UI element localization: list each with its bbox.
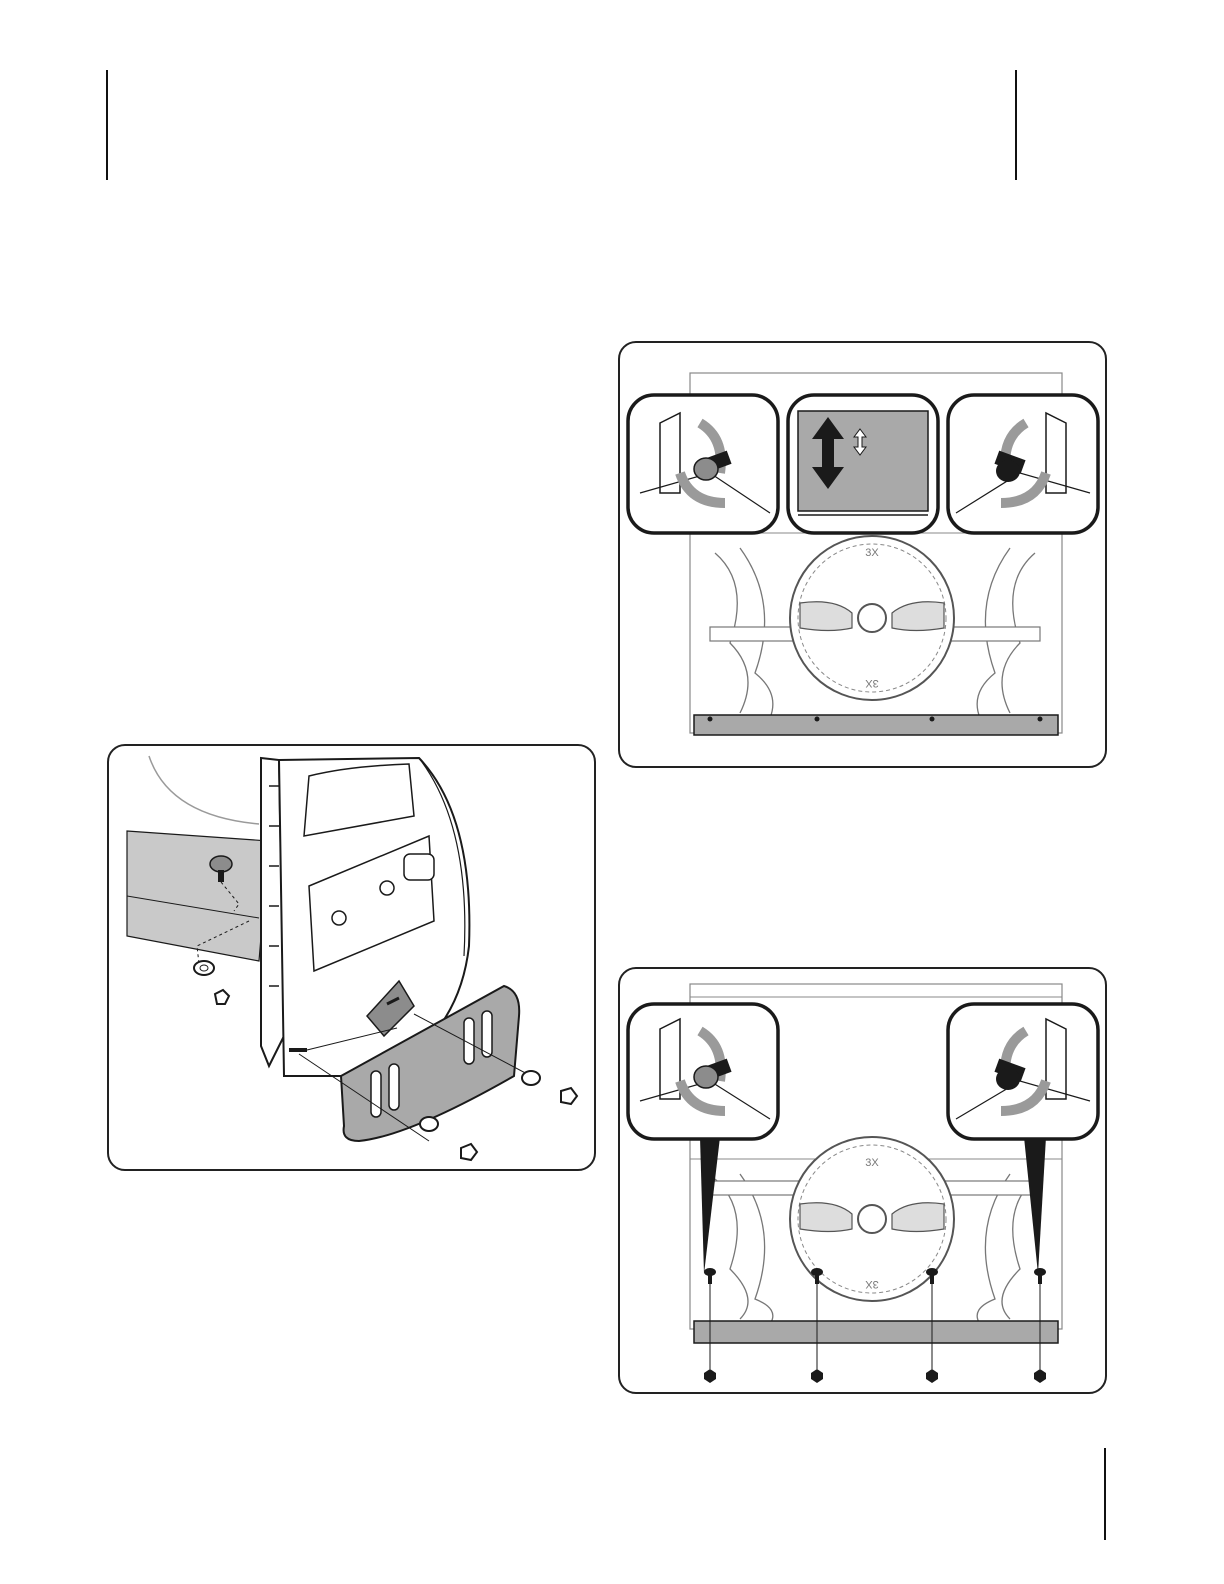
shave-plate-install-figure: 3X 3X (618, 967, 1107, 1394)
skid-shoe-install-figure (107, 744, 596, 1171)
shave-plate-install-diagram-icon: 3X 3X (620, 969, 1107, 1394)
loosen-nut-inset-left (628, 1004, 778, 1139)
impeller-mark-bottom: 3X (865, 677, 879, 689)
height-adjust-inset (788, 395, 938, 533)
impeller-mark-top: 3X (865, 547, 879, 559)
impeller-mark-top: 3X (865, 1157, 879, 1169)
tighten-nut-inset-right (948, 1004, 1098, 1139)
bottom-right-margin-rule (1104, 1448, 1106, 1540)
skid-shoe-height-adjust-diagram-icon: 3X 3X (620, 343, 1107, 768)
loosen-nut-inset-left (628, 395, 778, 533)
tighten-nut-inset-right (948, 395, 1098, 533)
skid-shoe-adjust-figure: 3X 3X (618, 341, 1107, 768)
skid-shoe-exploded-diagram-icon (109, 746, 596, 1171)
impeller-mark-bottom: 3X (865, 1278, 879, 1290)
top-left-margin-rule (106, 70, 108, 180)
top-right-margin-rule (1015, 70, 1017, 180)
